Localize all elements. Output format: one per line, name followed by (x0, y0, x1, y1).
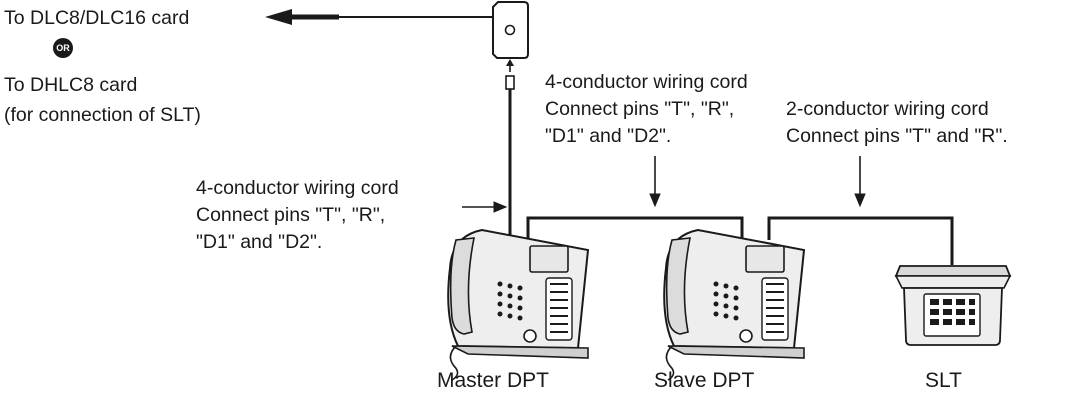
right-cord-pins-label: Connect pins "T" and "R". (786, 125, 1008, 147)
or-badge: OR (53, 38, 73, 58)
modular-jack-icon (492, 1, 529, 59)
slave-dpt-phone-icon (663, 228, 806, 381)
slave-dpt-label: Slave DPT (654, 369, 755, 392)
annotation-arrows (462, 156, 866, 213)
plug-icon (505, 59, 515, 90)
middle-cord-pins-label-2: "D1" and "D2". (545, 125, 672, 147)
middle-cord-pins-label: Connect pins "T", "R", (545, 98, 735, 120)
destination-slt-note: (for connection of SLT) (4, 104, 201, 126)
left-cord-pins-label: Connect pins "T", "R", (196, 204, 386, 226)
destination-arrow (265, 9, 493, 25)
slt-phone-icon (894, 265, 1012, 346)
middle-cord-type-label: 4-conductor wiring cord (545, 71, 748, 93)
left-cord-type-label: 4-conductor wiring cord (196, 177, 399, 199)
master-dpt-label: Master DPT (437, 369, 550, 392)
destination-dhlc-label: To DHLC8 card (4, 74, 138, 96)
destination-dlc-label: To DLC8/DLC16 card (4, 7, 190, 29)
master-dpt-phone-icon (447, 228, 590, 381)
right-cord-type-label: 2-conductor wiring cord (786, 98, 989, 120)
slt-label: SLT (925, 369, 962, 392)
left-cord-pins-label-2: "D1" and "D2". (196, 231, 323, 253)
